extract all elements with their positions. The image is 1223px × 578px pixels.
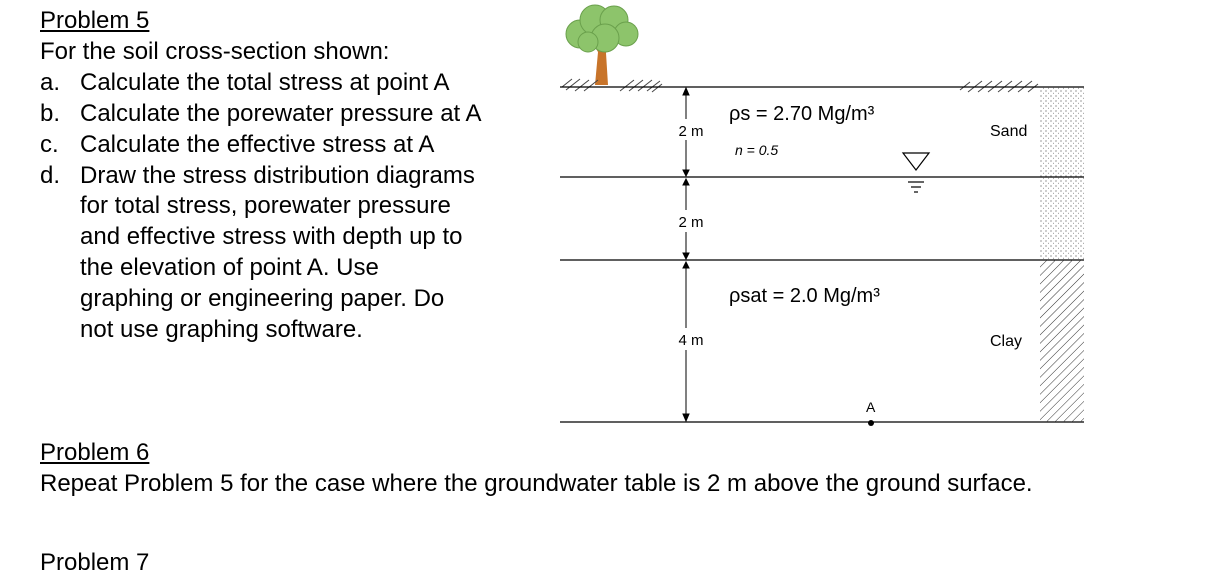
item-text-line: for total stress, porewater pressure bbox=[80, 192, 451, 220]
item-text-line: the elevation of point A. Use bbox=[80, 254, 379, 282]
dim-label-top: 2 m bbox=[678, 123, 703, 140]
sand-strip bbox=[1040, 87, 1084, 260]
soil-cross-section-figure: 2 m 2 m 4 m ρs = 2.70 Mg/m³ n = 0.5 ρsat… bbox=[560, 4, 1084, 426]
dim-label-bottom: 4 m bbox=[678, 332, 703, 349]
tree-icon bbox=[565, 4, 639, 85]
clay-strip bbox=[1040, 260, 1084, 422]
point-a-label: A bbox=[866, 399, 876, 415]
clay-label: Clay bbox=[990, 333, 1022, 350]
problem-6-text: Repeat Problem 5 for the case where the … bbox=[40, 469, 1033, 497]
item-label: a. bbox=[40, 68, 61, 96]
rho-sat-label: ρsat = 2.0 Mg/m³ bbox=[729, 285, 880, 307]
problem-7-title: Problem 7 bbox=[40, 549, 150, 576]
item-label: d. bbox=[40, 161, 61, 189]
dimension-line bbox=[682, 86, 690, 423]
point-a-marker bbox=[868, 420, 874, 426]
item-text: Calculate the total stress at point A bbox=[80, 68, 450, 96]
problem-5-item-c: c. Calculate the effective stress at A bbox=[40, 130, 482, 161]
item-label: b. bbox=[40, 99, 61, 127]
problem-5-item-b: b. Calculate the porewater pressure at A bbox=[40, 99, 482, 130]
porosity-label: n = 0.5 bbox=[735, 142, 778, 158]
problem-6-title: Problem 6 bbox=[40, 439, 150, 466]
item-text-line: not use graphing software. bbox=[80, 316, 363, 344]
rho-s-label: ρs = 2.70 Mg/m³ bbox=[729, 103, 875, 125]
problem-5-title: Problem 5 bbox=[40, 7, 150, 34]
dim-label-middle: 2 m bbox=[678, 214, 703, 231]
problem-5-item-d: d. Draw the stress distribution diagrams… bbox=[40, 161, 482, 346]
item-label: c. bbox=[40, 130, 59, 158]
problem-5-intro: For the soil cross-section shown: bbox=[40, 37, 390, 65]
sand-label: Sand bbox=[990, 123, 1027, 140]
item-text-line: Draw the stress distribution diagrams bbox=[80, 161, 475, 189]
problem-6: Problem 6 Repeat Problem 5 for the case … bbox=[40, 438, 1140, 499]
item-text-line: and effective stress with depth up to bbox=[80, 223, 463, 251]
problem-5-item-a: a. Calculate the total stress at point A bbox=[40, 68, 482, 99]
ground-surface-hatch bbox=[561, 78, 1039, 93]
item-text-line: graphing or engineering paper. Do bbox=[80, 285, 445, 313]
item-text: Calculate the porewater pressure at A bbox=[80, 99, 482, 127]
problem-5: Problem 5 For the soil cross-section sho… bbox=[40, 6, 482, 346]
water-table-icon bbox=[901, 152, 931, 193]
item-text: Calculate the effective stress at A bbox=[80, 130, 435, 158]
